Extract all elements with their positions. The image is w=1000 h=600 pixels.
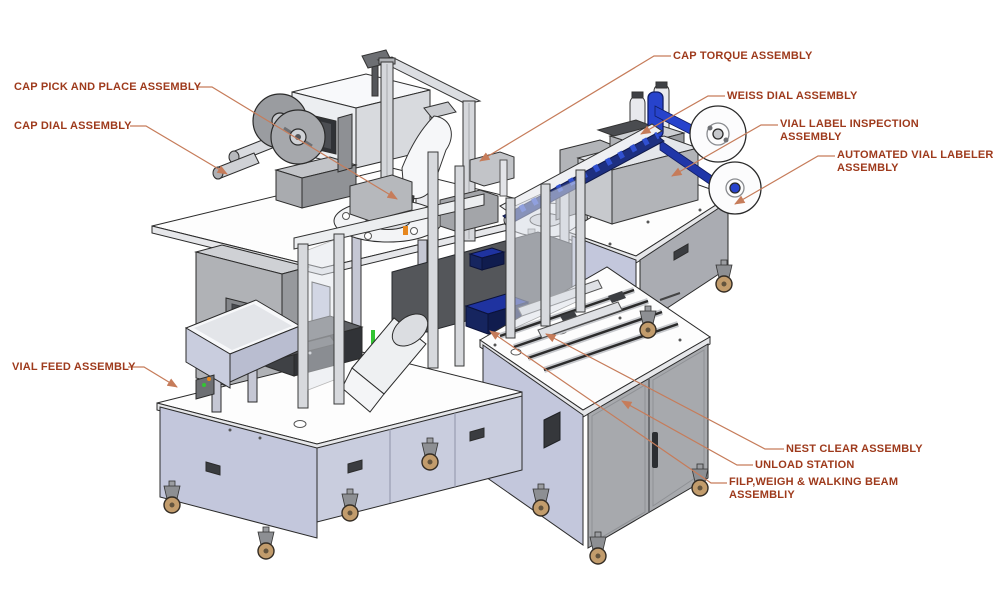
leader-automated-vial-labeler: [734, 155, 835, 205]
label-weiss-dial-assembly: WEISS DIAL ASSEMBLY: [727, 90, 858, 102]
label-cap-torque-assembly: CAP TORQUE ASSEMBLY: [673, 50, 813, 62]
leader-nest-clear: [545, 333, 784, 450]
guard-posts: [293, 151, 485, 409]
label-cap-dial-assembly: CAP DIAL ASSEMBLY: [14, 120, 132, 132]
leader-cap-pick-and-place: [196, 86, 398, 200]
label-cap-pick-and-place-assembly: CAP PICK AND PLACE ASSEMBLY: [14, 81, 202, 93]
leader-cap-dial: [130, 125, 228, 175]
leader-unload-station: [621, 400, 753, 466]
label-flip-weigh-walking-beam-assembly: FILP,WEIGH & WALKING BEAM ASSEMBLIY: [729, 476, 899, 501]
label-vial-label-inspection-assembly: VIAL LABEL INSPECTION ASSEMBLY: [780, 118, 919, 143]
leader-weiss-dial: [640, 95, 725, 135]
cap-label-reel: [252, 93, 326, 165]
label-nest-clear-assembly: NEST CLEAR ASSEMBLY: [786, 443, 923, 455]
label-unload-station: UNLOAD STATION: [755, 459, 855, 471]
leader-vial-feed: [128, 366, 178, 388]
leader-cap-torque: [479, 55, 671, 162]
label-reels: [647, 91, 762, 215]
casters: [163, 259, 733, 565]
leader-vial-label-inspection: [671, 124, 778, 177]
label-automated-vial-labeler-assembly: AUTOMATED VIAL LABELER ASSEMBLY: [837, 149, 994, 174]
label-vial-feed-assembly: VIAL FEED ASSEMBLY: [12, 361, 136, 373]
leader-flip-weigh: [489, 330, 727, 484]
